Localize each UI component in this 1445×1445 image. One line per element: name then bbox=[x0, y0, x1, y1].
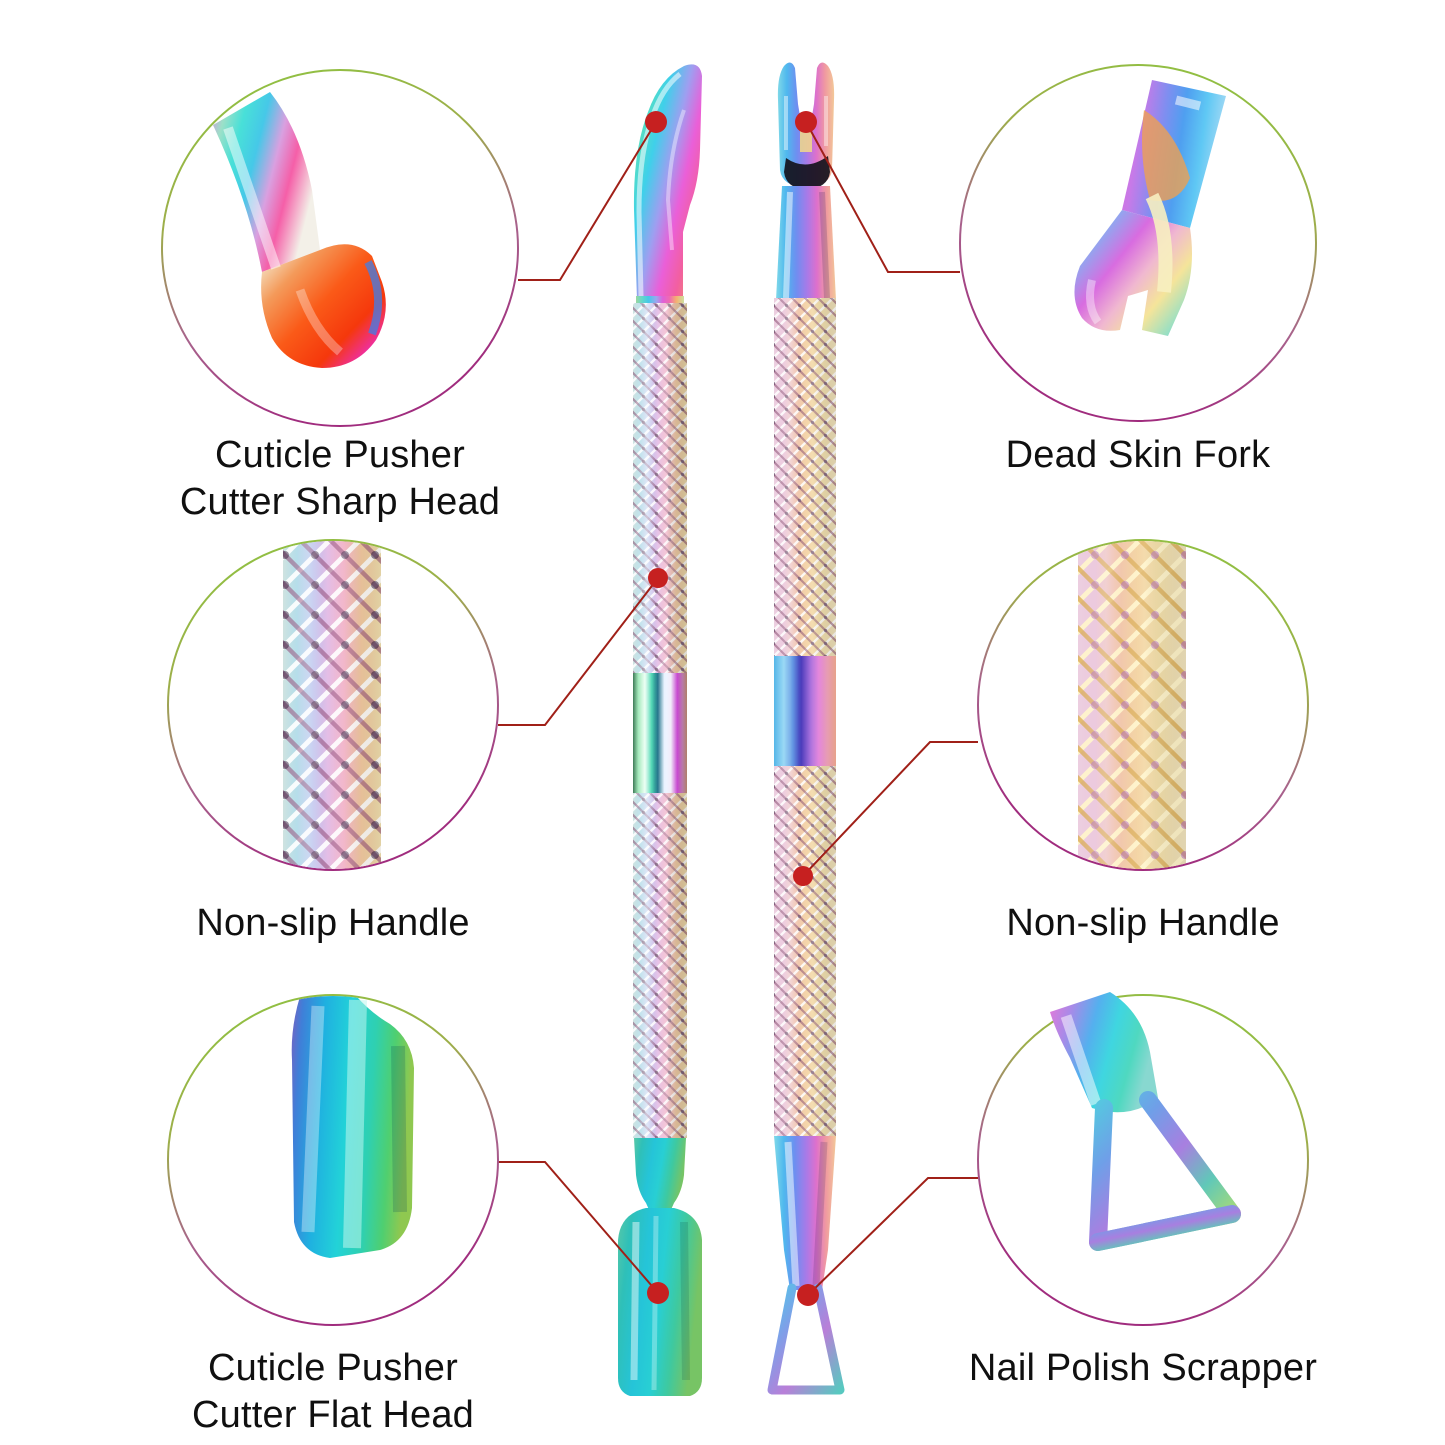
label-cuticle-pusher-sharp-head: Cuticle Pusher Cutter Sharp Head bbox=[179, 434, 501, 523]
marker-dot-handle-left bbox=[648, 568, 668, 588]
zoom-knurl-right bbox=[1078, 541, 1186, 869]
zoom-knurl-left bbox=[283, 541, 381, 869]
callout-circle-cuticle-pusher-flat-head[interactable] bbox=[167, 986, 499, 1326]
tool-left-mid-band bbox=[633, 673, 687, 793]
leader-line-handle-right bbox=[802, 741, 978, 877]
label-non-slip-handle-right: Non-slip Handle bbox=[1006, 902, 1280, 944]
tool-right bbox=[767, 62, 845, 1395]
leader-line-scrapper bbox=[807, 1177, 978, 1296]
leader-line-handle-left bbox=[498, 577, 659, 726]
callout-circle-dead-skin-fork[interactable] bbox=[959, 64, 1317, 422]
zoom-sharp-head-shank bbox=[213, 92, 320, 272]
zoom-scrapper-cap bbox=[1050, 992, 1158, 1113]
marker-dot-handle-right bbox=[793, 866, 813, 886]
tool-right-fork-shadow bbox=[784, 156, 830, 190]
tool-right-mid-band bbox=[774, 656, 836, 766]
tool-left bbox=[618, 64, 702, 1396]
marker-dot-scrapper bbox=[797, 1284, 819, 1306]
callout-circle-nail-polish-scrapper[interactable] bbox=[977, 992, 1309, 1326]
marker-dot-flat-head bbox=[647, 1282, 669, 1304]
tool-left-knurl-upper bbox=[633, 303, 687, 673]
callout-circle-non-slip-handle-right[interactable] bbox=[977, 536, 1309, 876]
leader-line-dead-skin bbox=[805, 121, 960, 273]
marker-dots bbox=[645, 111, 819, 1306]
zoom-fork-highlight bbox=[1142, 110, 1190, 202]
leader-line-sharp-head bbox=[518, 121, 657, 281]
tool-left-lower-neck bbox=[634, 1138, 686, 1212]
tool-right-lower-shaft bbox=[774, 1136, 836, 1290]
leader-line-flat-head bbox=[498, 1161, 659, 1294]
marker-dot-sharp-head bbox=[645, 111, 667, 133]
label-cuticle-pusher-flat-head: Cuticle Pusher Cutter Flat Head bbox=[192, 1347, 474, 1436]
tool-left-knurl-lower bbox=[633, 793, 687, 1138]
leader-lines bbox=[498, 121, 978, 1296]
label-nail-polish-scrapper: Nail Polish Scrapper bbox=[968, 1347, 1318, 1389]
callout-circle-non-slip-handle-left[interactable] bbox=[167, 536, 499, 876]
tool-right-knurl-lower bbox=[774, 766, 836, 1136]
marker-dot-dead-skin bbox=[795, 111, 817, 133]
label-dead-skin-fork: Dead Skin Fork bbox=[1005, 434, 1271, 476]
callout-circle-cuticle-pusher-sharp-head[interactable] bbox=[161, 69, 519, 427]
zoom-sharp-head-blade bbox=[261, 244, 386, 368]
tool-right-knurl-upper bbox=[774, 298, 836, 656]
label-non-slip-handle-left: Non-slip Handle bbox=[196, 902, 470, 944]
